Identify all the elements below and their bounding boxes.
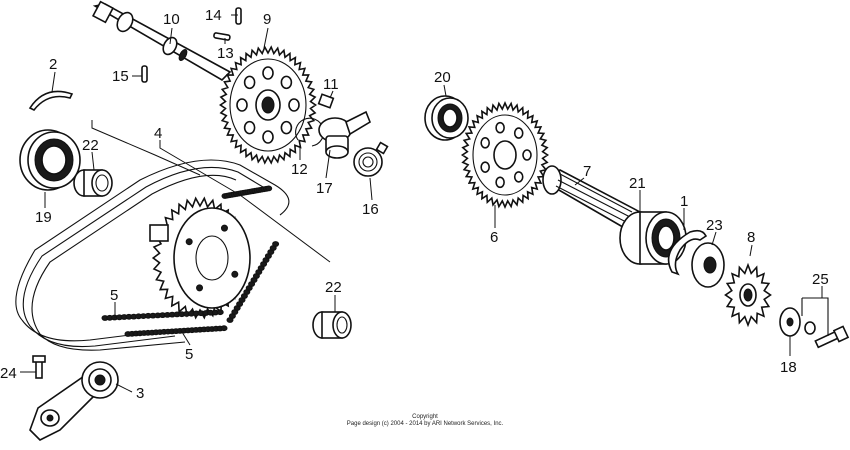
- callout-6: 6: [490, 229, 498, 246]
- circlip-2: [28, 90, 74, 112]
- callout-21: 21: [629, 175, 646, 192]
- pin-14: [235, 7, 242, 25]
- callout-2: 2: [49, 56, 57, 73]
- callout-12: 12: [291, 161, 308, 178]
- sprocket-8: [724, 262, 772, 328]
- callout-5-upper: 5: [110, 287, 118, 304]
- callout-14: 14: [205, 7, 222, 24]
- callout-22-right: 22: [325, 279, 342, 296]
- gear-6: [460, 101, 550, 209]
- bearing-19: [19, 129, 81, 191]
- needle-bearing-22-right: [312, 311, 352, 339]
- pin-13: [213, 32, 231, 41]
- arm-17: [318, 110, 371, 159]
- tensioner-3: [29, 361, 119, 441]
- bolt-24: [32, 355, 46, 379]
- callout-3: 3: [136, 385, 144, 402]
- callout-13: 13: [217, 45, 234, 62]
- callout-labels: 1 2 3 4 5 5 6 7 8 9 10 11 12 13 14 15 16…: [0, 7, 829, 402]
- callout-22-left: 22: [82, 137, 99, 154]
- callout-24: 24: [0, 365, 17, 382]
- callout-7: 7: [583, 163, 591, 180]
- callout-1: 1: [680, 193, 688, 210]
- drive-sprocket: [149, 196, 251, 320]
- callout-5-lower: 5: [185, 346, 193, 363]
- callout-15: 15: [112, 68, 129, 85]
- circlip-1: [667, 229, 708, 276]
- callout-25: 25: [812, 271, 829, 288]
- shaft-7: [542, 165, 642, 232]
- washer-18: [779, 307, 801, 337]
- callout-4: 4: [154, 125, 162, 142]
- callout-20: 20: [434, 69, 451, 86]
- bolt-25: [801, 297, 850, 349]
- needle-bearing-22-left: [73, 169, 113, 197]
- callout-9: 9: [263, 11, 271, 28]
- spring-16: [353, 141, 389, 177]
- driven-gear-9: [218, 45, 318, 165]
- roller-chain-5: [101, 185, 280, 337]
- drive-chain-4: [15, 159, 290, 351]
- copyright-text: Page design (c) 2004 - 2014 by ARI Netwo…: [346, 421, 504, 427]
- circlip-12: [295, 117, 325, 147]
- callout-10: 10: [163, 11, 180, 28]
- callout-8: 8: [747, 229, 755, 246]
- copyright-notice: Copyright Page design (c) 2004 - 2014 by…: [0, 414, 850, 428]
- callout-17: 17: [316, 180, 333, 197]
- shaft: [91, 0, 232, 82]
- callout-23: 23: [706, 217, 723, 234]
- copyright-title: Copyright: [412, 414, 438, 420]
- callout-19: 19: [35, 209, 52, 226]
- callout-18: 18: [780, 359, 797, 376]
- leader-lines: [20, 14, 823, 393]
- pin-15: [141, 65, 148, 83]
- collar-23: [691, 242, 725, 288]
- callout-16: 16: [362, 201, 379, 218]
- callout-11: 11: [323, 76, 339, 93]
- bearing-20: [424, 95, 469, 141]
